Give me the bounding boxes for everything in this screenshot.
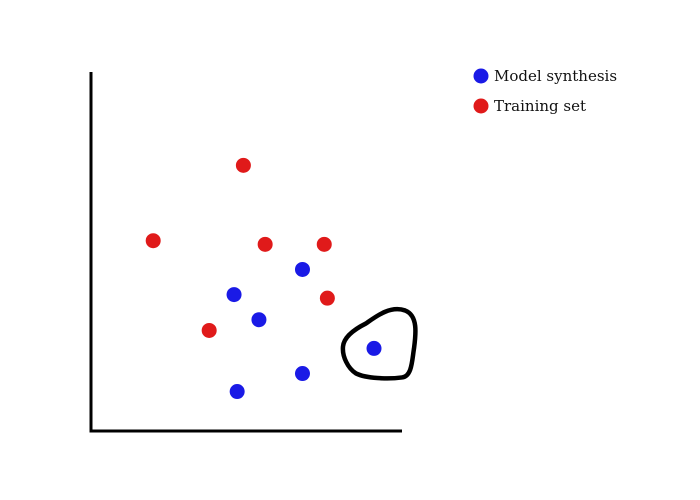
hand-drawn-circle-annotation [340, 307, 418, 381]
data-point-training-set-1 [145, 233, 161, 249]
data-points [145, 157, 382, 400]
legend-marker-training-set [473, 98, 489, 114]
axes [89, 72, 402, 433]
annotation [340, 307, 418, 381]
data-point-model-synthesis-3 [366, 340, 382, 356]
data-point-training-set-2 [257, 236, 273, 252]
legend-label-model-synthesis: Model synthesis [494, 67, 617, 85]
data-point-model-synthesis-1 [226, 287, 242, 303]
data-point-model-synthesis-4 [294, 366, 310, 382]
data-point-training-set-4 [319, 290, 335, 306]
data-point-model-synthesis-0 [294, 261, 310, 277]
data-point-training-set-5 [201, 322, 217, 338]
data-point-training-set-0 [235, 157, 251, 173]
legend-label-training-set: Training set [494, 97, 586, 115]
legend-marker-model-synthesis [473, 68, 489, 84]
data-point-training-set-3 [316, 236, 332, 252]
data-point-model-synthesis-2 [251, 312, 267, 328]
data-point-model-synthesis-5 [229, 384, 245, 400]
